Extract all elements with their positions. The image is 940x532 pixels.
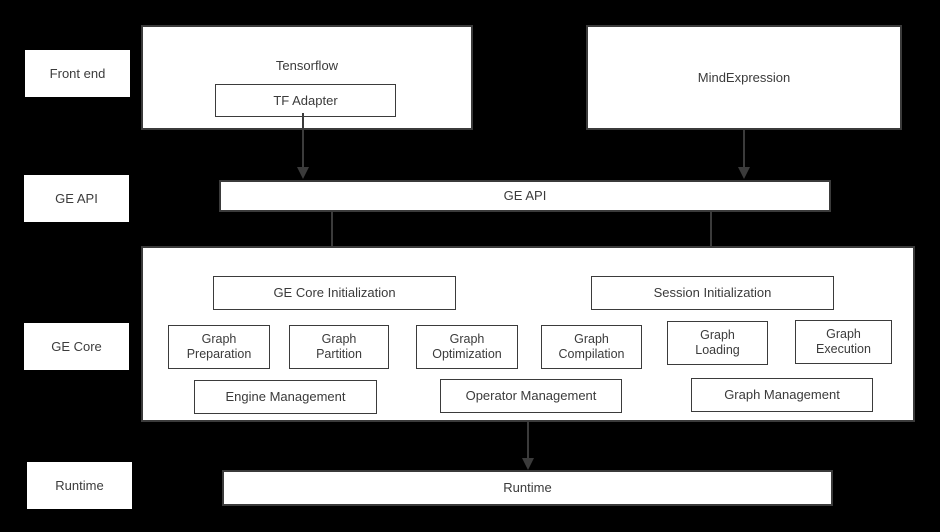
tf-adapter-label: TF Adapter [273,92,338,108]
graph-partition-label: Graph Partition [316,332,362,361]
ge-api-bar[interactable]: GE API [219,180,831,212]
arrow-head-icon [297,167,309,179]
graph-partition-box[interactable]: Graph Partition [289,325,389,369]
mindexpression-container[interactable]: MindExpression [586,25,902,130]
session-initialization-box[interactable]: Session Initialization [591,276,834,310]
graph-management-box[interactable]: Graph Management [691,378,873,412]
engine-management-box[interactable]: Engine Management [194,380,377,414]
graph-management-label: Graph Management [724,387,840,403]
tf-adapter-box[interactable]: TF Adapter [215,84,396,117]
connector-mindexpression-to-ge-api [737,130,751,179]
graph-loading-label: Graph Loading [695,328,740,357]
runtime-bar-label: Runtime [503,480,552,496]
session-initialization-label: Session Initialization [653,285,772,301]
connector-ge-core-to-runtime [521,422,535,470]
stage-label-runtime: Runtime [27,462,132,509]
graph-optimization-label: Graph Optimization [432,332,502,361]
connector-shaft [710,212,712,262]
operator-management-label: Operator Management [465,388,597,404]
connector-shaft [527,422,529,458]
tensorflow-title: Tensorflow [275,58,339,73]
graph-preparation-box[interactable]: Graph Preparation [168,325,270,369]
stage-label-front-end-text: Front end [49,65,106,81]
tensorflow-container[interactable]: Tensorflow TF Adapter [141,25,473,130]
ge-core-container[interactable]: GE Core Initialization Session Initializ… [141,246,915,422]
graph-preparation-label: Graph Preparation [186,332,252,361]
graph-loading-box[interactable]: Graph Loading [667,321,768,365]
graph-compilation-label: Graph Compilation [558,332,625,361]
connector-tf-adapter-to-ge-api [296,113,310,179]
mindexpression-title: MindExpression [697,69,791,85]
runtime-bar[interactable]: Runtime [222,470,833,506]
graph-compilation-box[interactable]: Graph Compilation [541,325,642,369]
arrow-head-icon [738,167,750,179]
stage-label-runtime-text: Runtime [55,477,104,493]
stage-label-front-end: Front end [25,50,130,97]
graph-execution-label: Graph Execution [816,327,871,356]
engine-management-label: Engine Management [225,389,346,405]
stage-label-ge-core-text: GE Core [51,338,102,354]
stage-label-ge-core: GE Core [24,323,129,370]
stage-label-ge-api: GE API [24,175,129,222]
arrow-head-icon [522,458,534,470]
ge-api-bar-label: GE API [503,188,547,204]
graph-optimization-box[interactable]: Graph Optimization [416,325,518,369]
connector-shaft [331,212,333,262]
stage-label-ge-api-text: GE API [55,190,98,206]
ge-core-initialization-label: GE Core Initialization [273,285,396,301]
connector-shaft [743,130,745,167]
operator-management-box[interactable]: Operator Management [440,379,622,413]
connector-shaft [302,113,304,167]
ge-core-initialization-box[interactable]: GE Core Initialization [213,276,456,310]
graph-execution-box[interactable]: Graph Execution [795,320,892,364]
